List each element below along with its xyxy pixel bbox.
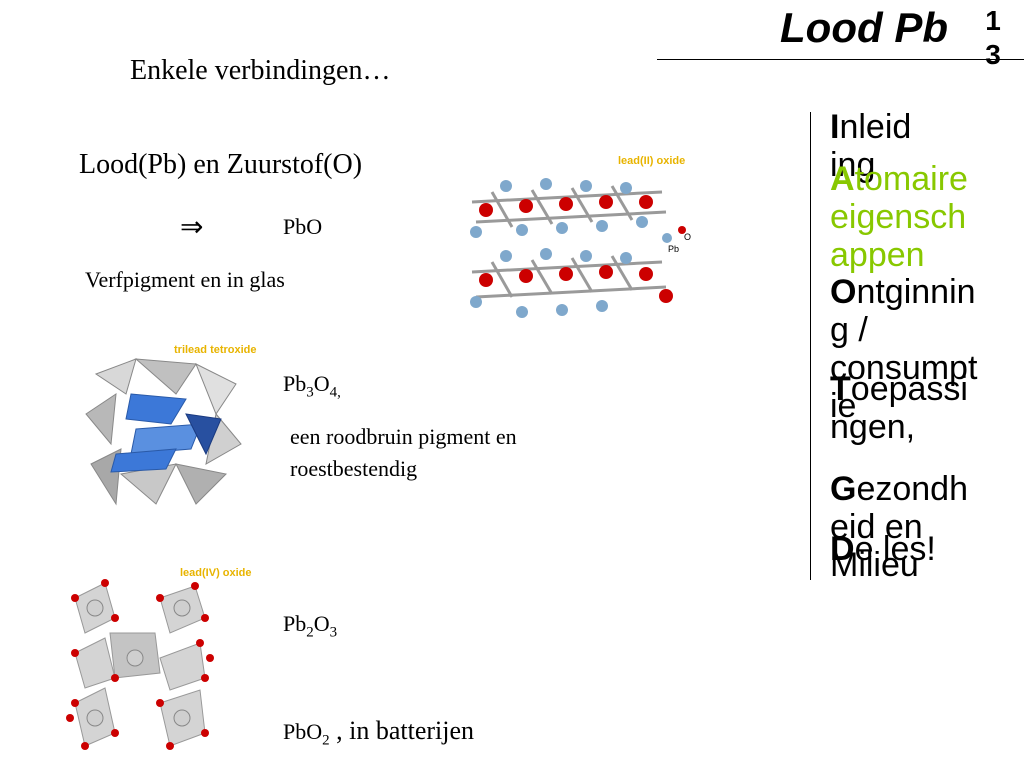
formula-pb3o4: Pb3O4, [283, 371, 341, 401]
implies-arrow: ⇒ [180, 212, 204, 243]
description-pbo: Verfpigment en in glas [85, 267, 285, 292]
nav-divider [810, 112, 811, 580]
nav-item-gezondheid-milieu[interactable]: Gezondh eid en Milieu [830, 470, 968, 584]
nav-item-atomaire-eigenschappen[interactable]: Atomaire eigensch appen [830, 160, 968, 274]
lead-iv-oxide-structure-image [66, 579, 214, 750]
section-heading: Enkele verbindingen… [130, 55, 391, 86]
header-divider [657, 59, 1024, 60]
nav-item-ontginning[interactable]: Ontginnin g / consumpt ie [830, 273, 978, 425]
nav-item-inleiding[interactable]: Inleid ing [830, 108, 912, 184]
trilead-tetroxide-structure-image [85, 358, 242, 506]
slide-title: Lood Pb [780, 4, 948, 51]
compound-label: Lood(Pb) en Zuurstof(O) [79, 149, 363, 180]
page-number: 1 3 [985, 5, 1001, 70]
lead-ii-oxide-structure-image: Pb O [470, 178, 691, 318]
caption-lead-iv-oxide: lead(IV) oxide [180, 567, 252, 579]
formula-pbo: PbO [283, 214, 323, 239]
caption-trilead-tetroxide: trilead tetroxide [174, 344, 257, 356]
legend-pb-label: Pb [668, 244, 679, 254]
formula-pb2o3: Pb2O3 [283, 611, 338, 641]
nav-item-de-les[interactable]: De les! [830, 530, 936, 568]
nav-item-toepassingen[interactable]: Toepassi ngen, [830, 370, 968, 446]
legend-o-label: O [684, 232, 691, 242]
formula-pbo2: PbO2 , in batterijen [283, 716, 475, 749]
caption-lead-ii-oxide: lead(II) oxide [618, 155, 686, 167]
